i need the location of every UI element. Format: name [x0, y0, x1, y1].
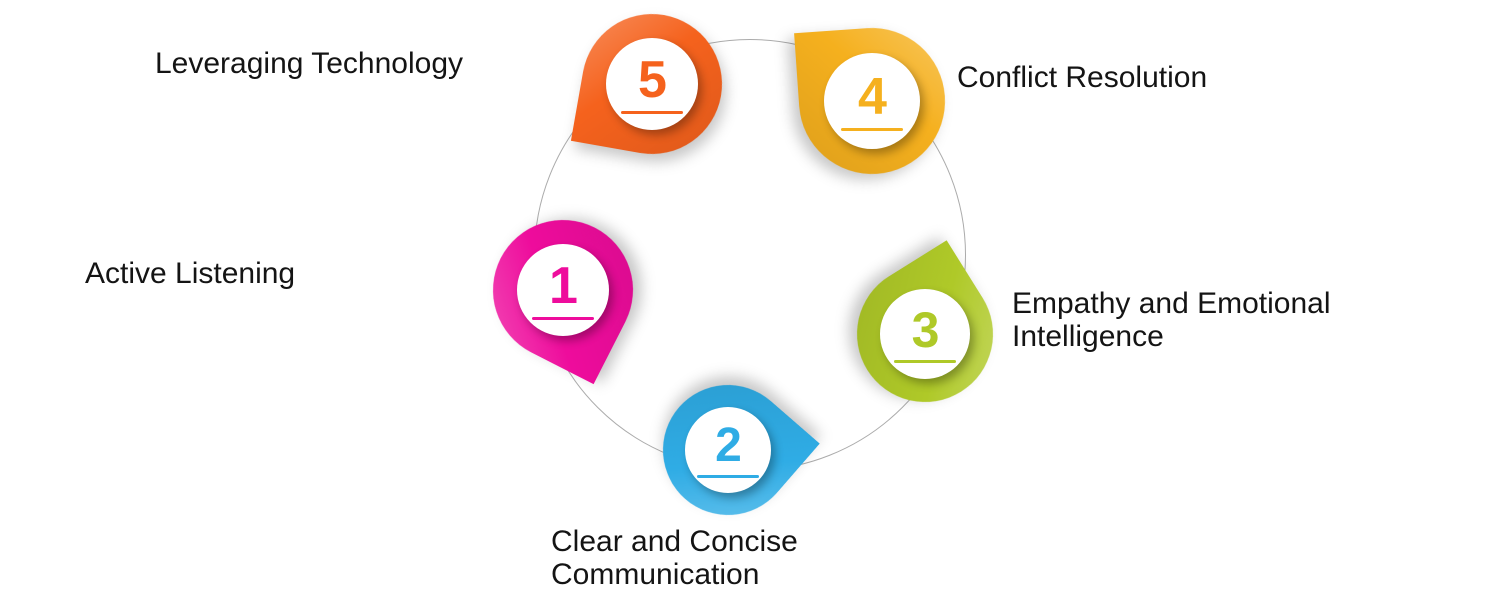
step-5-number: 5	[638, 50, 667, 109]
step-5-pin: 5	[570, 2, 734, 166]
step-5-circle: 5	[605, 37, 699, 131]
step-4-pin: 4	[794, 23, 950, 179]
step-2-label: Clear and Concise Communication	[551, 525, 807, 591]
step-2-pin: 2	[636, 358, 820, 542]
step-2-number-underline	[696, 474, 759, 478]
step-3-pin: 3	[831, 240, 1019, 428]
step-4-number: 4	[858, 67, 887, 126]
step-4-number-underline	[840, 127, 903, 131]
step-1-number: 1	[549, 256, 578, 315]
step-3-number: 3	[911, 301, 940, 358]
step-3-label: Empathy and Emotional Intelligence	[1012, 287, 1339, 353]
step-3-number-underline	[893, 359, 956, 363]
step-5-number-underline	[620, 110, 683, 114]
step-2-circle: 2	[685, 407, 771, 493]
step-2-number: 2	[715, 418, 742, 472]
step-1-number-underline	[531, 316, 594, 320]
step-4-circle: 4	[823, 52, 921, 150]
step-1-label: Active Listening	[85, 257, 296, 290]
step-3-circle: 3	[880, 289, 970, 379]
step-1-circle: 1	[516, 243, 610, 337]
step-5-label: Leveraging Technology	[155, 47, 464, 80]
step-4-label: Conflict Resolution	[957, 61, 1208, 94]
step-1-pin: 1	[468, 195, 658, 385]
